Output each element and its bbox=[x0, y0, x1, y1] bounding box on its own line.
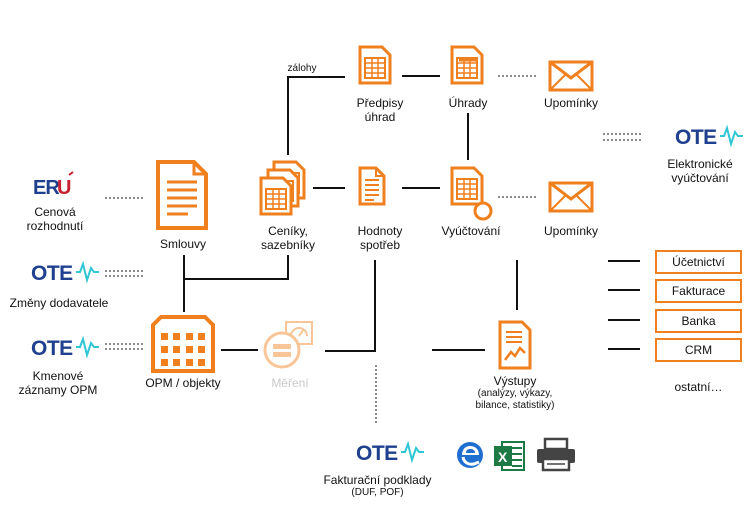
outputs-label: Výstupy (analýzy, výkazy, bilance, stati… bbox=[475, 374, 555, 411]
ote-logo-icon bbox=[30, 336, 100, 361]
report-chart-icon bbox=[498, 320, 532, 370]
metering-label: Měření bbox=[271, 376, 309, 390]
eru-label: Cenová rozhodnutí bbox=[26, 205, 84, 233]
connector-lines bbox=[183, 75, 640, 352]
invoice-basis-label: Fakturační podklady (DUF, POF) bbox=[323, 473, 432, 498]
excel-icon: X bbox=[494, 441, 525, 471]
consumption-label: Hodnoty spotřeb bbox=[357, 224, 403, 252]
system-accounting: Účetnictví bbox=[655, 250, 742, 274]
payments-icon bbox=[450, 45, 484, 85]
master-records-label: Kmenové záznamy OPM bbox=[18, 369, 98, 397]
system-crm: CRM bbox=[655, 338, 742, 362]
envelope-icon bbox=[548, 60, 594, 92]
eru-logo: ER U bbox=[33, 171, 74, 199]
svg-text:X: X bbox=[498, 449, 508, 465]
reminders-top-label: Upomínky bbox=[543, 96, 599, 110]
payment-prescription-icon bbox=[358, 45, 392, 85]
pricelists-label: Ceníky, sazebníky bbox=[260, 224, 316, 252]
prescriptions-label: Předpisy úhrad bbox=[356, 96, 404, 124]
svg-text:U: U bbox=[57, 177, 71, 199]
meter-icon bbox=[263, 321, 313, 369]
consumption-document-icon bbox=[358, 166, 386, 206]
contracts-label: Smlouvy bbox=[159, 237, 206, 251]
printer-icon bbox=[537, 437, 575, 472]
system-invoicing: Fakturace bbox=[655, 279, 742, 303]
reminders-mid-label: Upomínky bbox=[543, 224, 599, 238]
opm-label: OPM / objekty bbox=[145, 376, 221, 390]
ote-logo-icon bbox=[30, 261, 100, 286]
billing-document-icon bbox=[450, 166, 493, 221]
contract-document-icon bbox=[156, 160, 208, 230]
ote-logo-icon bbox=[355, 441, 425, 466]
envelope-icon bbox=[548, 181, 594, 213]
supplier-change-label: Změny dodavatele bbox=[9, 296, 109, 310]
ote-logo-icon bbox=[674, 125, 744, 150]
pricelist-documents-icon bbox=[259, 160, 306, 216]
payments-label: Úhrady bbox=[448, 96, 488, 110]
billing-label: Vyúčtování bbox=[441, 224, 501, 238]
edge-browser-icon bbox=[457, 442, 483, 468]
systems-more-label: ostatní… bbox=[674, 380, 723, 394]
advances-label: zálohy bbox=[287, 63, 317, 74]
dotted-lines bbox=[105, 75, 643, 425]
building-icon bbox=[151, 315, 215, 373]
svg-text:ER: ER bbox=[33, 177, 60, 199]
e-billing-label: Elektronické vyúčtování bbox=[667, 157, 733, 185]
system-bank: Banka bbox=[655, 309, 742, 333]
